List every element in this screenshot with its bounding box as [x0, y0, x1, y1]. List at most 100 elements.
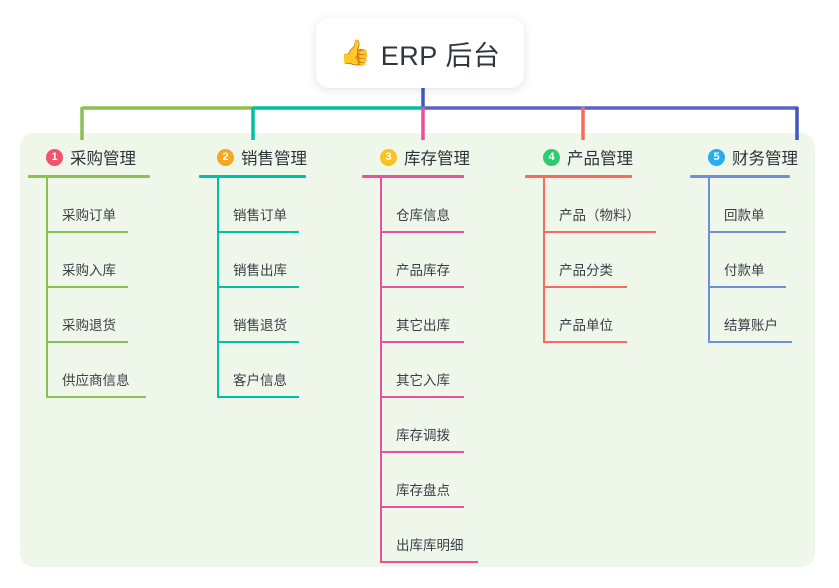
branch-item[interactable]: 其它入库 [380, 343, 492, 398]
branch-item[interactable]: 结算账户 [708, 288, 818, 343]
branch-item-rule [543, 341, 627, 343]
branch-item-label: 产品单位 [559, 318, 613, 333]
branch-item-rule [217, 286, 299, 288]
root-node[interactable]: 👍 ERP 后台 [316, 18, 524, 88]
branch-title-5: 财务管理 [732, 150, 798, 168]
branch-header-5[interactable]: 5 财务管理 [690, 145, 818, 169]
branch-item[interactable]: 销售订单 [217, 178, 334, 233]
branch-item-rule [543, 286, 627, 288]
branch-item[interactable]: 采购入库 [46, 233, 178, 288]
branch-item-rule [46, 396, 146, 398]
branch-title-2: 销售管理 [241, 150, 307, 168]
branch-item-rule [46, 286, 128, 288]
branch-item-label: 供应商信息 [62, 373, 130, 388]
branch-rule-1 [28, 175, 150, 178]
branch-spine-2 [217, 178, 219, 398]
branch-item-rule [46, 231, 128, 233]
branch-item-rule [380, 286, 464, 288]
branch-column-1: 1 采购管理采购订单采购入库采购退货供应商信息 [28, 145, 178, 398]
branch-items-1: 采购订单采购入库采购退货供应商信息 [28, 178, 178, 398]
branch-items-4: 产品（物料） 产品分类产品单位 [525, 178, 660, 343]
branch-item-label: 销售订单 [233, 208, 287, 223]
branch-item-label: 采购入库 [62, 263, 116, 278]
branch-item[interactable]: 产品分类 [543, 233, 660, 288]
branch-item-rule [217, 231, 299, 233]
branch-item-label: 产品（物料） [559, 208, 640, 223]
branch-badge-icon-2: 2 [217, 148, 234, 166]
branch-item-rule [380, 506, 464, 508]
branch-column-5: 5 财务管理回款单付款单结算账户 [690, 145, 818, 343]
branch-item[interactable]: 产品单位 [543, 288, 660, 343]
root-node-label: ERP 后台 [380, 40, 501, 71]
branch-item-rule [380, 561, 478, 563]
branch-item-rule [380, 451, 464, 453]
branch-item-label: 出库库明细 [396, 538, 464, 553]
branch-item-label: 回款单 [724, 208, 765, 223]
branch-item-rule [708, 341, 792, 343]
branch-column-2: 2 销售管理销售订单销售出库销售退货客户信息 [199, 145, 334, 398]
branch-badge-icon-4: 4 [543, 148, 560, 166]
branch-item[interactable]: 采购退货 [46, 288, 178, 343]
branch-item[interactable]: 产品（物料） [543, 178, 660, 233]
branch-item-label: 库存盘点 [396, 483, 450, 498]
branch-item-rule [217, 396, 299, 398]
branch-spine-3 [380, 178, 382, 563]
branch-item-label: 销售退货 [233, 318, 287, 333]
branch-item-label: 库存调拨 [396, 428, 450, 443]
branch-spine-1 [46, 178, 48, 398]
branch-item-label: 销售出库 [233, 263, 287, 278]
branch-header-4[interactable]: 4 产品管理 [525, 145, 660, 169]
branch-header-2[interactable]: 2 销售管理 [199, 145, 334, 169]
branch-item-rule [708, 231, 786, 233]
branch-badge-icon-3: 3 [380, 148, 397, 166]
branch-title-1: 采购管理 [70, 150, 136, 168]
branch-item-label: 仓库信息 [396, 208, 450, 223]
branch-item[interactable]: 供应商信息 [46, 343, 178, 398]
branch-item-label: 其它入库 [396, 373, 450, 388]
branch-item[interactable]: 销售退货 [217, 288, 334, 343]
branch-rule-2 [199, 175, 306, 178]
thumbs-up-icon: 👍 [339, 38, 371, 67]
branch-title-3: 库存管理 [404, 150, 470, 168]
branch-item[interactable]: 付款单 [708, 233, 818, 288]
branch-item-rule [380, 341, 464, 343]
branch-item-rule [46, 341, 128, 343]
branch-item[interactable]: 销售出库 [217, 233, 334, 288]
branch-badge-icon-5: 5 [708, 148, 725, 166]
branch-item[interactable]: 库存调拨 [380, 398, 492, 453]
branch-title-4: 产品管理 [567, 150, 633, 168]
branch-item-label: 产品分类 [559, 263, 613, 278]
branch-item[interactable]: 产品库存 [380, 233, 492, 288]
branch-column-4: 4 产品管理产品（物料） 产品分类产品单位 [525, 145, 660, 343]
branch-item-rule [543, 231, 656, 233]
branch-rule-3 [362, 175, 464, 178]
branch-item[interactable]: 采购订单 [46, 178, 178, 233]
branch-item[interactable]: 出库库明细 [380, 508, 492, 563]
branch-item-label: 采购订单 [62, 208, 116, 223]
branch-rule-4 [525, 175, 632, 178]
diagram-background-panel [20, 133, 815, 567]
branch-item[interactable]: 库存盘点 [380, 453, 492, 508]
branch-items-2: 销售订单销售出库销售退货客户信息 [199, 178, 334, 398]
branch-spine-5 [708, 178, 710, 343]
branch-header-3[interactable]: 3 库存管理 [362, 145, 492, 169]
branch-item-rule [380, 396, 464, 398]
branch-item-rule [380, 231, 464, 233]
branch-spine-4 [543, 178, 545, 343]
branch-column-3: 3 库存管理仓库信息产品库存其它出库其它入库库存调拨库存盘点出库库明细 [362, 145, 492, 563]
branch-item-label: 其它出库 [396, 318, 450, 333]
branch-item-rule [708, 286, 786, 288]
branch-badge-icon-1: 1 [46, 148, 63, 166]
branch-item-label: 客户信息 [233, 373, 287, 388]
branch-item[interactable]: 客户信息 [217, 343, 334, 398]
branch-item[interactable]: 回款单 [708, 178, 818, 233]
branch-rule-5 [690, 175, 790, 178]
branch-header-1[interactable]: 1 采购管理 [28, 145, 178, 169]
branch-item-rule [217, 341, 299, 343]
branch-items-5: 回款单付款单结算账户 [690, 178, 818, 343]
branch-item[interactable]: 其它出库 [380, 288, 492, 343]
branch-item[interactable]: 仓库信息 [380, 178, 492, 233]
branch-item-label: 结算账户 [724, 318, 778, 333]
